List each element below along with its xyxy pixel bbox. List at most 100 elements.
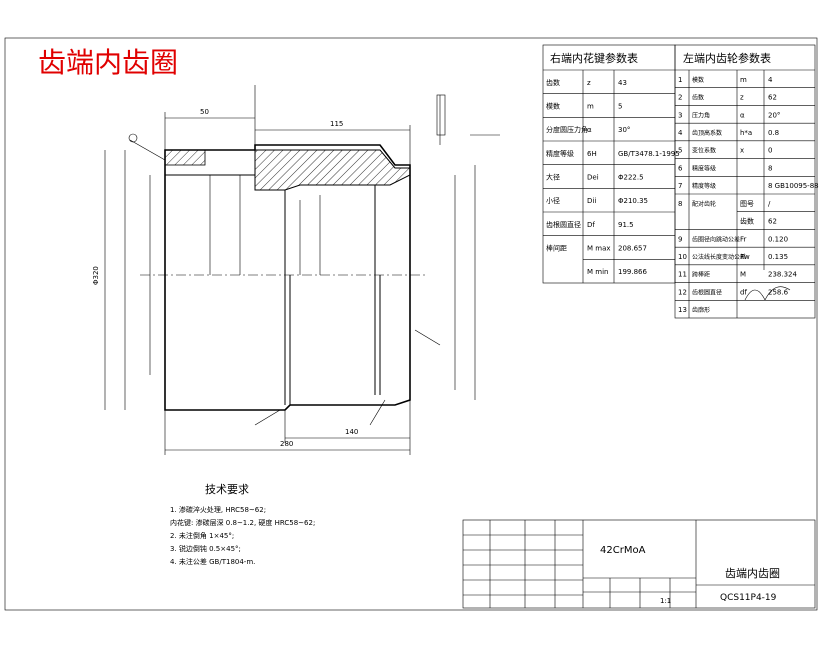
spline-row-name: 精度等级 [546, 149, 574, 158]
svg-text:左端内齿轮参数表: 左端内齿轮参数表 [683, 51, 771, 65]
gear-row-number: 2 [678, 94, 682, 102]
gear-row-name: 精度等级 [692, 164, 716, 172]
tech-req-item: 内花键: 渗碳层深 0.8~1.2, 硬度 HRC58~62; [170, 518, 315, 527]
gear-row-value: 0.135 [768, 253, 788, 261]
gear-row-symbol: Fw [740, 253, 750, 261]
gear-row-number: 1 [678, 76, 682, 84]
gear-row-symbol: 图号 [740, 200, 754, 208]
gear-row-symbol: z [740, 94, 744, 102]
tech-req-item: 2. 未注倒角 1×45°; [170, 531, 234, 540]
page-title: 齿端内齿圈 [38, 46, 178, 79]
gear-row-value: 4 [768, 76, 773, 84]
gear-row-symbol: h*a [740, 129, 752, 137]
part-name: 齿端内齿圈 [725, 566, 780, 580]
spline-parameter-table: 右端内花键参数表 [542, 44, 676, 284]
spline-row-name: 小径 [546, 196, 560, 205]
spline-row-value: Φ222.5 [618, 174, 644, 182]
tech-req-item: 3. 锐边倒钝 0.5×45°; [170, 544, 241, 553]
gear-row-value: 0.120 [768, 235, 788, 243]
gear-row-value: 8 [768, 164, 772, 172]
spline-row-value: Φ210.35 [618, 197, 648, 205]
tech-req-item: 1. 渗碳淬火处理, HRC58~62; [170, 505, 266, 514]
spline-row-symbol: Df [587, 221, 595, 229]
gear-row-symbol: Fr [740, 235, 747, 243]
spline-row-value: 199.866 [618, 268, 647, 276]
gear-row-number: 12 [678, 288, 687, 296]
spline-row-symbol: 6H [587, 150, 597, 158]
gear-row-value: 20° [768, 111, 780, 119]
gear-row-symbol: 齿数 [740, 217, 754, 226]
gear-row-value: 62 [768, 218, 777, 226]
datum-a-marker [128, 133, 138, 143]
gear-row-name: 模数 [692, 76, 704, 84]
tech-req-title: 技术要求 [205, 483, 249, 496]
gear-row-name: 精度等级 [692, 182, 716, 190]
section-hatch [254, 149, 411, 191]
spline-row-name: 棒间距 [546, 244, 567, 253]
gear-row-number: 6 [678, 164, 683, 172]
gear-row-number: 8 [678, 200, 682, 208]
gear-row-number: 10 [678, 253, 687, 261]
gear-row-value: 8 GB10095-88 [768, 182, 819, 190]
spline-row-name: 模数 [546, 102, 560, 111]
gear-row-name: 压力角 [692, 111, 710, 119]
spline-row-value: 208.657 [618, 245, 647, 253]
spline-row-symbol: α [587, 126, 592, 134]
sheet-border [4, 37, 818, 611]
spline-row-name: 齿根圆直径 [546, 220, 581, 229]
gear-row-symbol: α [740, 111, 745, 119]
spline-row-symbol: M max [587, 245, 611, 253]
spline-row-symbol: M min [587, 268, 608, 276]
gear-row-symbol: M [740, 271, 746, 279]
gear-row-symbol: m [740, 76, 747, 84]
drawing-number: QCS11P4-19 [720, 593, 777, 603]
svg-text:50: 50 [200, 108, 209, 116]
svg-text:280: 280 [280, 440, 293, 448]
gear-teeth-section [164, 149, 206, 166]
spline-row-symbol: Dii [587, 197, 596, 205]
svg-text:Φ320: Φ320 [92, 266, 100, 285]
technical-requirements: 技术要求 1. 渗碳淬火处理, HRC58~62; 内花键: 渗碳层深 0.8~… [170, 483, 315, 566]
gear-row-value: 62 [768, 94, 777, 102]
part-outline [164, 144, 411, 411]
gear-row-value: 0 [768, 147, 772, 155]
svg-text:140: 140 [345, 428, 358, 436]
gear-row-value: 258.6 [768, 288, 789, 296]
gear-row-name: 齿圈径向跳动公差 [692, 235, 740, 243]
gear-row-value: / [768, 200, 771, 208]
gear-row-number: 5 [678, 147, 682, 155]
gear-row-number: 4 [678, 129, 683, 137]
part-drawing: 280 140 115 50 Φ320 [92, 85, 500, 455]
material: 42CrMoA [600, 545, 646, 556]
spline-row-symbol: z [587, 79, 591, 87]
spline-row-value: 5 [618, 103, 622, 111]
spline-row-value: 30° [618, 126, 630, 134]
gear-row-number: 13 [678, 306, 687, 314]
gear-row-number: 9 [678, 235, 682, 243]
gear-row-name: 齿数 [692, 94, 704, 102]
gear-row-name: 变位系数 [692, 147, 716, 155]
spline-row-symbol: m [587, 103, 594, 111]
tech-req-item: 4. 未注公差 GB/T1804-m. [170, 557, 255, 566]
scale: 1:1 [660, 597, 671, 605]
spline-row-name: 大径 [546, 173, 560, 182]
spline-row-name: 分度圆压力角 [546, 125, 588, 134]
gear-row-value: 0.8 [768, 129, 779, 137]
gear-row-name: 齿廓形 [692, 306, 710, 314]
gear-row-value: 238.324 [768, 271, 797, 279]
spline-row-value: 91.5 [618, 221, 634, 229]
gear-row-number: 7 [678, 182, 682, 190]
spline-row-name: 齿数 [546, 78, 560, 87]
gear-row-symbol: df [740, 288, 747, 296]
spline-row-value: GB/T3478.1-1995 [618, 150, 680, 158]
gear-row-number: 11 [678, 271, 687, 279]
spline-row-value: 43 [618, 79, 627, 87]
gear-row-name: 公法线长度变动公差 [692, 253, 746, 261]
gear-row-name: 配对齿轮 [692, 200, 716, 208]
gear-row-name: 齿根圆直径 [692, 288, 722, 296]
svg-text:右端内花键参数表: 右端内花键参数表 [550, 51, 638, 65]
gear-row-name: 跨棒距 [692, 271, 710, 279]
gear-row-number: 3 [678, 111, 682, 119]
spline-row-symbol: Dei [587, 174, 599, 182]
